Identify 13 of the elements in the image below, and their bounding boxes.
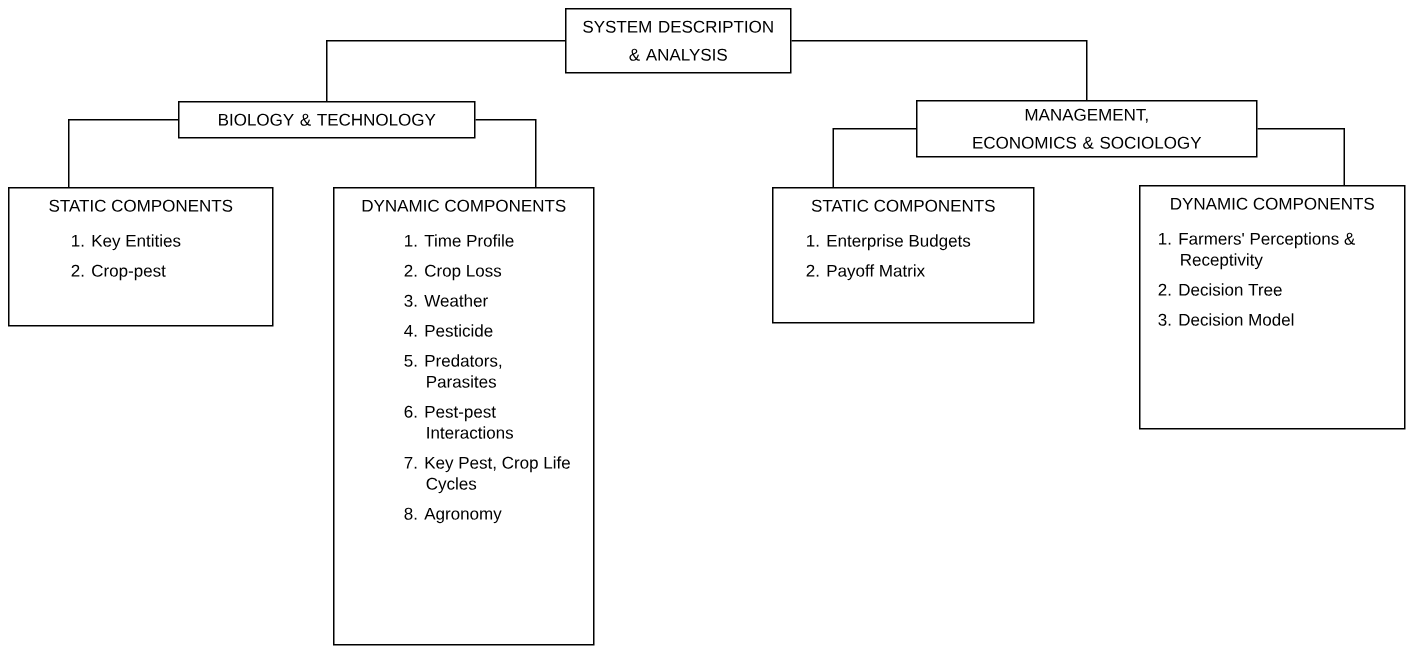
connector-line (474, 119, 537, 188)
connector-line (326, 40, 566, 102)
connector-line (1256, 128, 1345, 186)
connector-line (790, 40, 1088, 101)
category-box: MANAGEMENT, ECONOMICS & SOCIOLOGY (916, 100, 1258, 158)
component-box: STATIC COMPONENTS 1. Key Entities 2. Crop-pest (8, 187, 274, 327)
component-box: DYNAMIC COMPONENTS 1. Time Profile 2. Crop Loss 3. Weather 4. Pesticide 5. Predators, Parasites 6. Pest-pest Interactions 7. Key Pest, Crop Life Cycles 8. Agronomy (333, 187, 595, 646)
connector-line (832, 128, 917, 188)
component-box: DYNAMIC COMPONENTS 1. Farmers' Perceptions & Receptivity 2. Decision Tree 3. Decision Model (1139, 185, 1406, 430)
connector-line (68, 119, 179, 188)
title-box: SYSTEM DESCRIPTION & ANALYSIS (565, 8, 792, 74)
component-box: STATIC COMPONENTS 1. Enterprise Budgets 2. Payoff Matrix (772, 187, 1035, 324)
category-box: BIOLOGY & TECHNOLOGY (178, 101, 476, 139)
